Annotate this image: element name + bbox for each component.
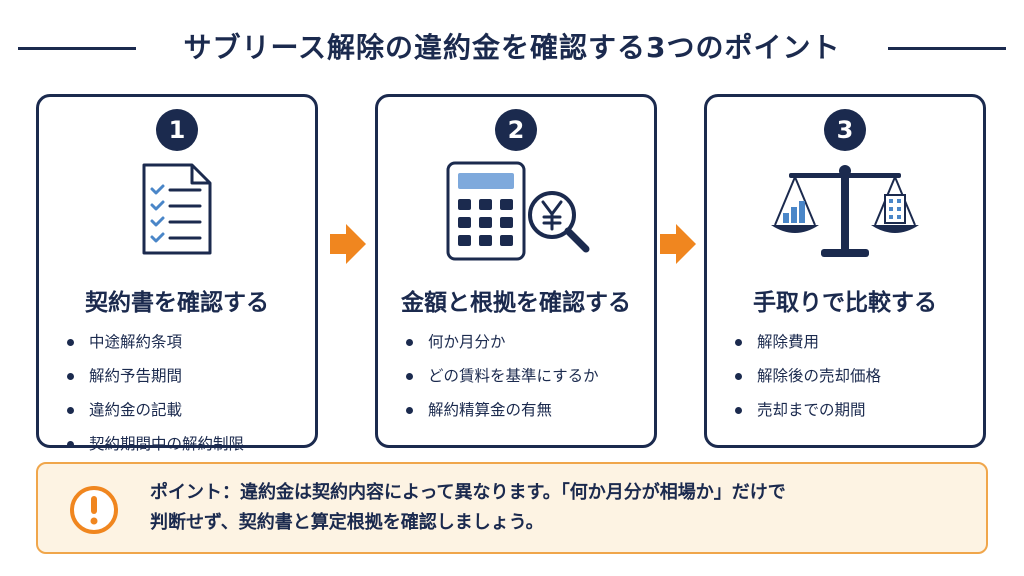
bullet-dot [735,407,742,414]
list-item: 契約期間中の解約制限 [65,427,244,461]
list-item: 解除後の売却価格 [733,359,881,393]
card-title: 契約書を確認する [85,290,269,316]
bullet-dot [67,441,74,448]
note-box: ポイント：違約金は契約内容によって異なります。「何か月分が相場か」だけで 判断せ… [36,462,988,554]
title-row: サブリース解除の違約金を確認する3つのポイント [0,22,1024,74]
bullet-dot [406,373,413,380]
title-divider-right [888,47,1006,50]
calculator-yen-magnifier-icon [378,159,654,271]
bullet-dot [735,373,742,380]
balance-scale-icon [707,159,983,271]
list-item: 解除費用 [733,325,881,359]
list-item: どの賃料を基準にするか [404,359,599,393]
list-item: 解約予告期間 [65,359,244,393]
arrow-right-icon [660,224,696,264]
bullet-dot [67,373,74,380]
bullet-dot [406,407,413,414]
exclamation-circle-icon [70,486,118,534]
page-title: サブリース解除の違約金を確認する3つのポイント [183,31,841,64]
note-text: ポイント：違約金は契約内容によって異なります。「何か月分が相場か」だけで 判断せ… [150,478,970,538]
list-item: 解約精算金の有無 [404,393,599,427]
title-divider-left [18,47,136,50]
step-number-badge: 1 [156,109,198,151]
point-card-1: 1 契約書を確認する 中途解約条項 解約予告期間 違約金の記載 契約期間中の解約… [36,94,318,453]
step-number-badge: 3 [824,109,866,151]
bullet-list: 解除費用 解除後の売却価格 売却までの期間 [733,325,881,427]
bullet-list: 何か月分か どの賃料を基準にするか 解約精算金の有無 [404,325,599,427]
list-item: 売却までの期間 [733,393,881,427]
checklist-document-icon [39,159,315,271]
note-line-2: 判断せず、契約書と算定根拠を確認しましょう。 [150,512,544,533]
list-item: 違約金の記載 [65,393,244,427]
bullet-dot [406,339,413,346]
list-item: 中途解約条項 [65,325,244,359]
card-title: 手取りで比較する [753,290,937,316]
step-number-badge: 2 [495,109,537,151]
card-title: 金額と根拠を確認する [401,290,631,316]
bullet-dot [67,407,74,414]
point-card-2: 2 金額と根拠を確 [375,94,657,448]
list-item: 何か月分か [404,325,599,359]
bullet-list: 中途解約条項 解約予告期間 違約金の記載 契約期間中の解約制限 [65,325,244,461]
bullet-dot [67,339,74,346]
arrow-right-icon [330,224,366,264]
bullet-dot [735,339,742,346]
note-line-1: ポイント：違約金は契約内容によって異なります。「何か月分が相場か」だけで [150,482,786,503]
point-card-3: 3 [704,94,986,448]
